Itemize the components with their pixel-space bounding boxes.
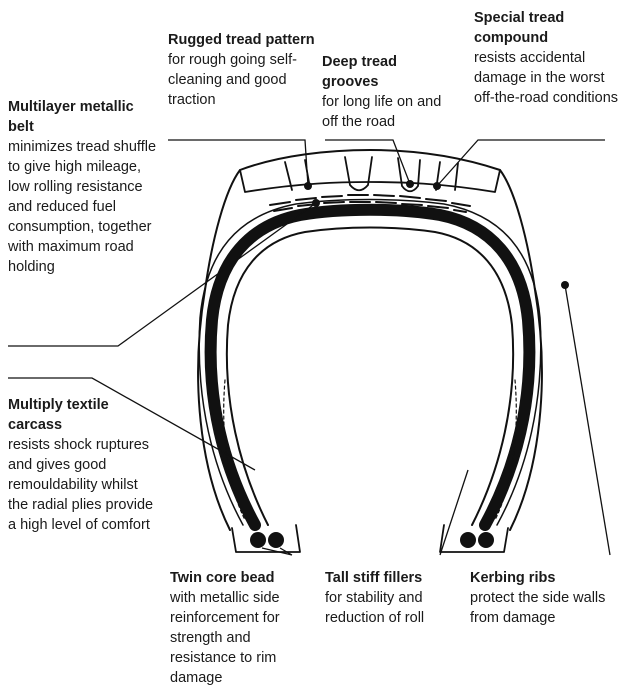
dot-deep	[406, 180, 414, 188]
carcass-ply-heavy	[211, 210, 530, 525]
dot-rugged	[304, 182, 312, 190]
carcass-ply-inner	[227, 228, 513, 526]
label-deep-grooves: Deep tread grooves for long life on and …	[322, 52, 452, 132]
label-bead-title: Twin core bead	[170, 568, 320, 588]
bead-left-outline	[232, 525, 300, 552]
label-kerbing-desc: protect the side walls from damage	[470, 588, 620, 628]
label-textile-carcass: Multiply textile carcass resists shock r…	[8, 395, 158, 535]
bead-cores	[250, 532, 494, 548]
label-fillers-desc: for stability and reduction of roll	[325, 588, 460, 628]
dot-kerbing	[561, 281, 569, 289]
label-metallic-belt: Multilayer metallic belt minimizes tread…	[8, 97, 158, 277]
label-kerbing-ribs: Kerbing ribs protect the side walls from…	[470, 568, 620, 628]
dot-belt	[312, 199, 320, 207]
label-special-title: Special tread compound	[474, 8, 622, 48]
leader-special	[437, 140, 605, 186]
label-twin-core-bead: Twin core bead with metallic side reinfo…	[170, 568, 320, 688]
label-carcass-desc: resists shock ruptures and gives good re…	[8, 435, 158, 535]
label-kerbing-title: Kerbing ribs	[470, 568, 620, 588]
label-special-compound: Special tread compound resists accidenta…	[474, 8, 622, 108]
leader-kerbing	[565, 285, 610, 555]
label-stiff-fillers: Tall stiff fillers for stability and red…	[325, 568, 460, 628]
leader-deep	[325, 140, 410, 184]
label-fillers-title: Tall stiff fillers	[325, 568, 460, 588]
label-bead-desc: with metallic side reinforcement for str…	[170, 588, 320, 688]
label-special-desc: resists accidental damage in the worst o…	[474, 48, 622, 108]
label-rugged-tread: Rugged tread pattern for rough going sel…	[168, 30, 318, 110]
dot-special	[433, 182, 441, 190]
label-carcass-title: Multiply textile carcass	[8, 395, 158, 435]
label-belt-desc: minimizes tread shuffle to give high mil…	[8, 137, 158, 277]
label-deep-desc: for long life on and off the road	[322, 92, 452, 132]
label-rugged-desc: for rough going self-cleaning and good t…	[168, 50, 318, 110]
label-deep-title: Deep tread grooves	[322, 52, 452, 92]
label-belt-title: Multilayer metallic belt	[8, 97, 158, 137]
label-rugged-title: Rugged tread pattern	[168, 30, 318, 50]
carcass-ply-outer	[199, 200, 541, 526]
leader-rugged	[168, 140, 308, 186]
tread-groove-center	[345, 157, 372, 190]
